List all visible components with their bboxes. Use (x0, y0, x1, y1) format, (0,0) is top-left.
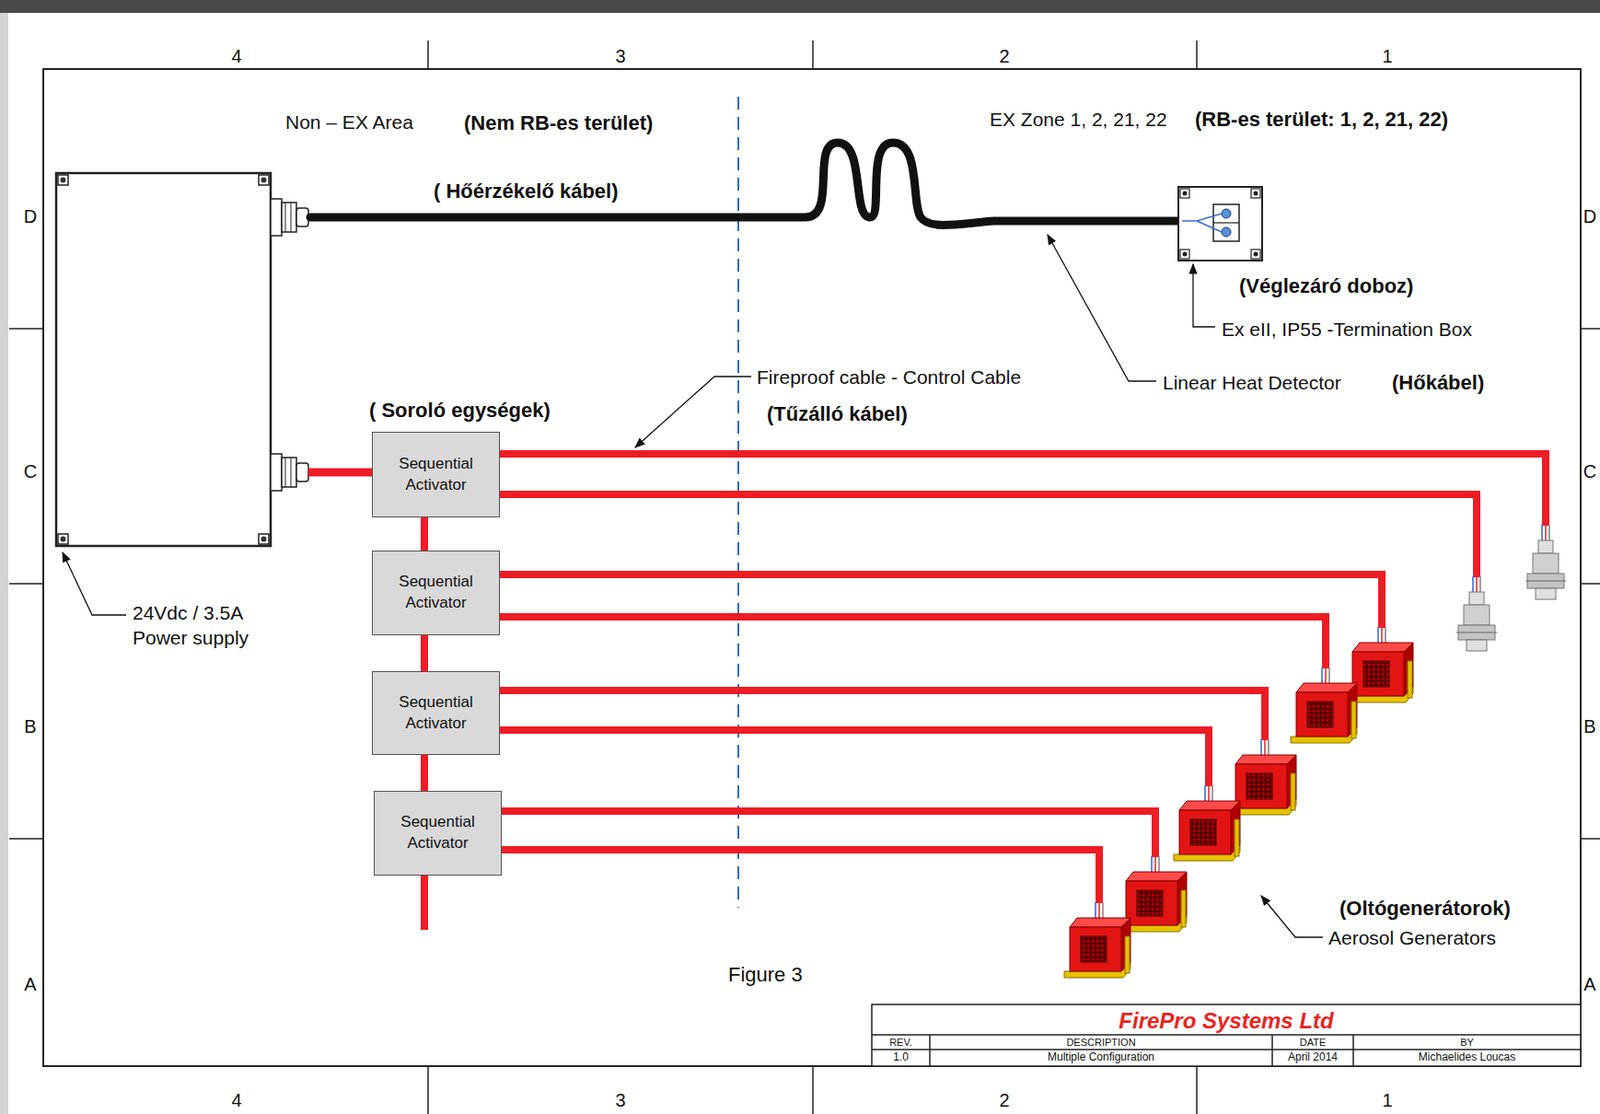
table-cell: Michaelides Loucas (1353, 1051, 1581, 1065)
grid-reference: C (17, 459, 44, 484)
activator-box: Sequential Activator (371, 671, 500, 755)
area-label: EX Zone 1, 2, 21, 22 (989, 106, 1168, 132)
table-cell: April 2014 (1272, 1051, 1354, 1065)
aerosol-generators (1064, 524, 1566, 978)
leader-line (62, 552, 127, 615)
grid-reference: 4 (218, 1088, 256, 1113)
cable-wires (1378, 626, 1386, 643)
callout-label: (Hőkábel) (1391, 370, 1485, 397)
grid-ticks (9, 40, 1600, 1114)
group-label: ( Soroló egységek) (369, 397, 551, 425)
activator-box: Sequential Activator (371, 550, 500, 636)
callout-label: (Véglezáró doboz) (1239, 273, 1414, 301)
leader-line (1261, 895, 1323, 938)
activator-bus (420, 635, 429, 672)
grid-reference: 2 (985, 1088, 1023, 1113)
grid-reference: A (1582, 972, 1598, 997)
cable-wires (1261, 739, 1269, 755)
node-text: Sequential Activator (380, 453, 492, 497)
grid-reference: 3 (602, 1088, 639, 1113)
grid-reference: 1 (1368, 44, 1406, 69)
callout-label: Aerosol Generators (1328, 925, 1496, 951)
sheet-frame (43, 69, 1581, 1067)
cable-label: ( Hőérzékelő kábel) (433, 178, 619, 206)
activator-box: Sequential Activator (371, 431, 500, 518)
cable-wires (1321, 667, 1330, 684)
node-text: Sequential Activator (382, 811, 494, 855)
activator-bus (420, 754, 429, 791)
grid-reference: D (1582, 204, 1598, 229)
grid-reference: D (17, 204, 44, 229)
callout-label: Linear Heat Detector (1162, 370, 1342, 395)
grid-reference: 1 (1368, 1088, 1406, 1113)
aerosol-generator (1173, 800, 1241, 861)
aerosol-generator (1290, 683, 1357, 743)
aerosol-generator (1064, 917, 1131, 978)
table-header: DESCRIPTION (929, 1036, 1273, 1049)
grid-reference: C (1582, 459, 1598, 484)
grid-reference: 2 (985, 44, 1023, 69)
table-header: BY (1353, 1036, 1581, 1049)
control-cable (497, 494, 1477, 578)
callout-label: (Tűzálló kábel) (766, 401, 908, 429)
cable-wires (1151, 856, 1160, 872)
leader-line (635, 376, 752, 448)
leader-line (1193, 264, 1216, 327)
actuator-device (1525, 540, 1566, 600)
area-label: (Nem RB-es terület) (463, 110, 653, 138)
callout-label: Fireproof cable - Control Cable (756, 364, 1021, 390)
company-name: FirePro Systems Ltd (871, 1006, 1581, 1035)
table-header: REV. (871, 1036, 930, 1049)
cable-wires (1095, 902, 1103, 918)
grid-reference: A (17, 972, 44, 997)
control-cable (497, 616, 1326, 669)
node-text: Sequential Activator (380, 692, 492, 735)
table-header: DATE (1272, 1036, 1354, 1049)
table-cell: 1.0 (871, 1051, 930, 1065)
activator-box: Sequential Activator (373, 790, 502, 876)
control-cable (497, 730, 1209, 787)
activator-bus (420, 517, 429, 551)
leader-lines (62, 234, 1323, 938)
callout-label: (Oltógenerátorok) (1339, 895, 1511, 923)
activator-bus (420, 869, 429, 930)
linear-heat-detector-cable (310, 142, 1183, 225)
control-cable (308, 468, 376, 477)
leader-line (1047, 234, 1157, 382)
area-label: Non – EX Area (285, 109, 414, 135)
grid-reference: 4 (218, 44, 256, 69)
control-cables (497, 453, 1546, 904)
area-label: (RB-es terület: 1, 2, 21, 22) (1194, 106, 1472, 134)
control-cable (497, 453, 1546, 526)
title-block (871, 1004, 1581, 1067)
window-margin (0, 12, 9, 1114)
callout-label: Ex eII, IP55 -Termination Box (1221, 316, 1473, 342)
figure-caption: Figure 3 (728, 962, 803, 987)
window-bar (0, 0, 1600, 13)
callout-label: 24Vdc / 3.5A Power supply (132, 600, 280, 651)
control-cable (497, 849, 1100, 904)
cable-wires (1205, 785, 1213, 801)
node-text: Sequential Activator (380, 571, 492, 615)
actuator-device (1456, 591, 1497, 651)
table-cell: Multiple Configuration (929, 1051, 1273, 1065)
cable-wires (1542, 524, 1550, 541)
grid-reference: 3 (602, 44, 639, 69)
termination-box (1178, 186, 1263, 261)
grid-reference: B (1582, 714, 1598, 739)
cable-wires (1472, 576, 1481, 592)
power-supply (56, 173, 309, 546)
grid-reference: B (17, 714, 44, 739)
